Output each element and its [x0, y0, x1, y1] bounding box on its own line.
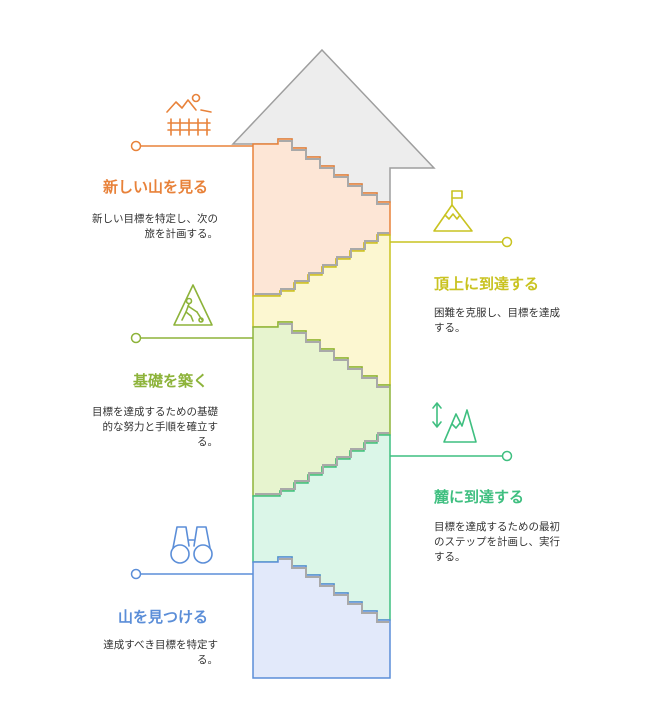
step-shadows — [255, 140, 389, 623]
stage-desc-build-foundation: 目標を達成するための基礎 的な努力と手順を確立す る。 — [92, 406, 218, 448]
construction-sign-icon — [173, 284, 213, 326]
connector-find-mountain — [130, 568, 253, 580]
stage-desc-find-mountain: 達成すべき目標を特定す る。 — [103, 639, 218, 666]
mountain-arrows-icon — [432, 402, 477, 443]
summit-flag-icon — [433, 190, 473, 232]
stage-title-see-new-mountain: 新しい山を見る — [102, 178, 208, 196]
stage-desc-reach-summit: 困難を克服し、目標を達成 する。 — [434, 307, 560, 334]
stage-desc-reach-foot: 目標を達成するための最初 のステップを計画し、実行 する。 — [434, 521, 560, 563]
stage-title-build-foundation: 基礎を築く — [132, 372, 208, 390]
connector-build-foundation — [130, 332, 253, 344]
stage-title-find-mountain: 山を見つける — [117, 608, 208, 626]
connector-reach-foot — [390, 450, 513, 462]
stage-desc-see-new-mountain: 新しい目標を特定し、次の 旅を計画する。 — [92, 213, 218, 240]
stage-title-reach-foot: 麓に到達する — [434, 488, 525, 506]
landscape-fence-icon — [166, 93, 212, 136]
binoculars-icon — [170, 526, 213, 564]
connector-see-new-mountain — [130, 140, 253, 152]
stage-title-reach-summit: 頂上に到達する — [434, 275, 540, 293]
connector-reach-summit — [390, 236, 513, 248]
